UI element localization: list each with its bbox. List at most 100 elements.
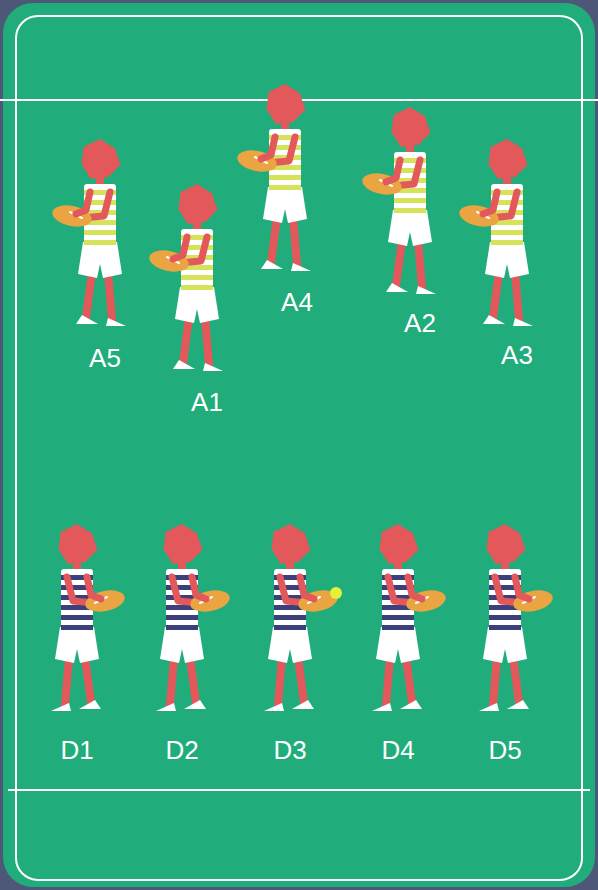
head — [163, 524, 202, 564]
shorts — [376, 627, 420, 663]
shirt-stripe — [382, 625, 414, 630]
player-label: D1 — [37, 734, 117, 766]
head — [488, 139, 527, 179]
shorts — [55, 627, 99, 663]
leg — [86, 272, 92, 318]
arm — [515, 577, 529, 599]
leg — [515, 272, 519, 320]
head — [486, 524, 525, 564]
shirt-stripe — [491, 230, 523, 235]
leg — [386, 657, 390, 705]
shorts — [483, 627, 527, 663]
head — [266, 84, 305, 124]
shorts — [175, 287, 219, 323]
leg — [190, 657, 196, 703]
shorts — [263, 187, 307, 223]
player-figure — [457, 139, 533, 326]
shirt-stripe — [274, 625, 306, 630]
try-line — [8, 789, 590, 791]
player-label: D3 — [250, 734, 330, 766]
player-label: D2 — [142, 734, 222, 766]
player-label: A5 — [65, 342, 145, 374]
head — [81, 139, 120, 179]
shorts — [160, 627, 204, 663]
player-figure — [147, 184, 223, 371]
leg — [293, 217, 297, 265]
head — [379, 524, 418, 564]
shorts — [388, 210, 432, 246]
shirt-stripe — [489, 615, 521, 620]
arm — [483, 192, 497, 214]
arm — [300, 577, 314, 599]
shorts — [268, 627, 312, 663]
shirt-stripe — [61, 625, 93, 630]
leg — [170, 657, 174, 705]
foot — [184, 700, 206, 709]
player-figure — [264, 524, 342, 711]
leg — [271, 217, 277, 263]
arm — [386, 160, 400, 182]
leg — [513, 657, 519, 703]
foot — [156, 703, 176, 711]
leg — [85, 657, 91, 703]
shorts — [485, 242, 529, 278]
shirt-stripe — [394, 198, 426, 203]
arm — [408, 577, 422, 599]
shirt-stripe — [491, 240, 523, 245]
shirt-stripe — [84, 240, 116, 245]
leg — [493, 657, 497, 705]
player-figure — [50, 139, 126, 326]
shirt-stripe — [166, 615, 198, 620]
player-figure — [372, 524, 448, 711]
shirt-stripe — [166, 625, 198, 630]
shirt-stripe — [489, 625, 521, 630]
foot — [416, 286, 436, 294]
foot — [203, 363, 223, 371]
leg — [418, 240, 422, 288]
players — [50, 84, 554, 711]
foot — [76, 315, 98, 324]
leg — [65, 657, 69, 705]
foot — [483, 315, 505, 324]
foot — [106, 318, 126, 326]
shirt-stripe — [382, 615, 414, 620]
foot — [479, 703, 499, 711]
shirt-stripe — [84, 230, 116, 235]
player-label: D5 — [465, 734, 545, 766]
arm — [192, 577, 206, 599]
player-figure — [156, 524, 232, 711]
arm — [76, 192, 90, 214]
shirt-stripe — [269, 185, 301, 190]
shirt-stripe — [181, 275, 213, 280]
foot — [400, 700, 422, 709]
foot — [386, 283, 408, 292]
foot — [51, 703, 71, 711]
player-figure — [235, 84, 311, 271]
leg — [298, 657, 304, 703]
pitch-boundary — [16, 16, 582, 880]
head — [178, 184, 217, 224]
shirt-stripe — [394, 208, 426, 213]
leg — [493, 272, 499, 318]
leg — [183, 317, 189, 363]
arm — [261, 137, 275, 159]
head — [58, 524, 97, 564]
leg — [406, 657, 412, 703]
player-label: A1 — [167, 386, 247, 418]
leg — [108, 272, 112, 320]
shirt-stripe — [269, 175, 301, 180]
foot — [261, 260, 283, 269]
leg — [205, 317, 209, 365]
arm — [173, 237, 187, 259]
player-label: A2 — [380, 307, 460, 339]
arm — [87, 577, 101, 599]
foot — [292, 700, 314, 709]
player-label: D4 — [358, 734, 438, 766]
foot — [173, 360, 195, 369]
leg — [396, 240, 402, 286]
player-figure — [51, 524, 127, 711]
foot — [291, 263, 311, 271]
shorts — [78, 242, 122, 278]
